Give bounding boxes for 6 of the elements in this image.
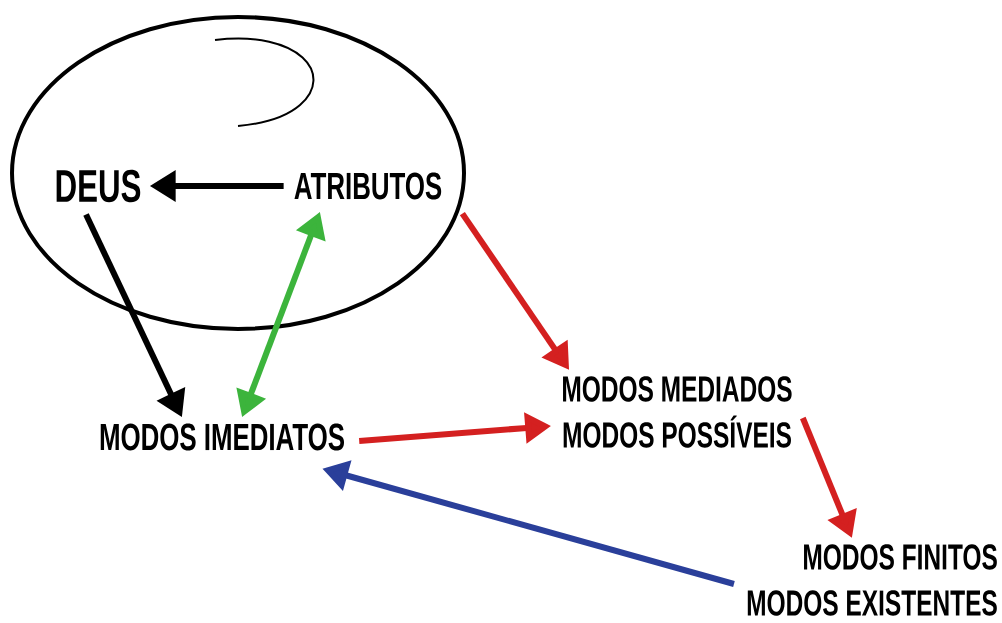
term-label: DEUS <box>56 169 141 203</box>
term-label: MODOS FINITOS MODOS EXISTENTES <box>747 544 997 616</box>
term-label: ATRIBUTOS <box>294 172 442 200</box>
ellipse-outline <box>10 15 466 331</box>
term-label: MODOS IMEDIATOS <box>100 423 344 451</box>
term-label: MODOS MEDIADOS MODOS POSSÍVEIS <box>563 376 792 448</box>
